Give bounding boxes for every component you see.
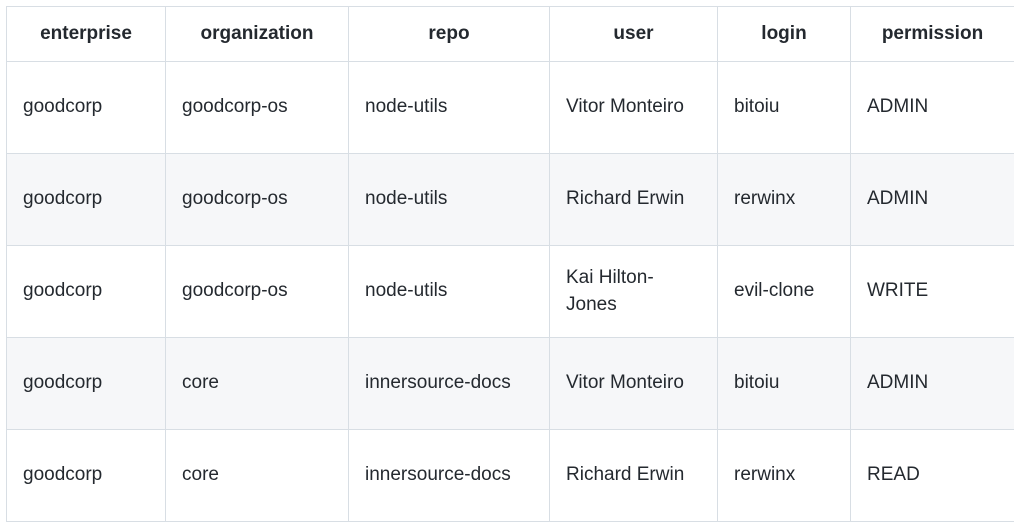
cell-login: bitoiu	[717, 337, 851, 430]
cell-organization: goodcorp-os	[165, 61, 349, 154]
cell-login: rerwinx	[717, 153, 851, 246]
cell-login: evil-clone	[717, 245, 851, 338]
cell-permission: WRITE	[850, 245, 1014, 338]
cell-organization: goodcorp-os	[165, 245, 349, 338]
cell-login: bitoiu	[717, 61, 851, 154]
cell-repo: innersource-docs	[348, 429, 550, 522]
column-header-enterprise: enterprise	[6, 6, 166, 62]
cell-organization: goodcorp-os	[165, 153, 349, 246]
cell-user: Vitor Monteiro	[549, 61, 718, 154]
cell-enterprise: goodcorp	[6, 337, 166, 430]
cell-organization: core	[165, 337, 349, 430]
cell-permission: ADMIN	[850, 337, 1014, 430]
cell-enterprise: goodcorp	[6, 429, 166, 522]
column-header-login: login	[717, 6, 851, 62]
cell-repo: innersource-docs	[348, 337, 550, 430]
cell-enterprise: goodcorp	[6, 153, 166, 246]
column-header-repo: repo	[348, 6, 550, 62]
cell-permission: ADMIN	[850, 61, 1014, 154]
cell-repo: node-utils	[348, 61, 550, 154]
cell-repo: node-utils	[348, 245, 550, 338]
cell-login: rerwinx	[717, 429, 851, 522]
column-header-user: user	[549, 6, 718, 62]
cell-organization: core	[165, 429, 349, 522]
cell-user: Richard Erwin	[549, 153, 718, 246]
cell-user: Kai Hilton-Jones	[549, 245, 718, 338]
cell-repo: node-utils	[348, 153, 550, 246]
cell-enterprise: goodcorp	[6, 61, 166, 154]
column-header-organization: organization	[165, 6, 349, 62]
cell-user: Richard Erwin	[549, 429, 718, 522]
cell-user: Vitor Monteiro	[549, 337, 718, 430]
cell-permission: READ	[850, 429, 1014, 522]
column-header-permission: permission	[850, 6, 1014, 62]
cell-enterprise: goodcorp	[6, 245, 166, 338]
cell-permission: ADMIN	[850, 153, 1014, 246]
